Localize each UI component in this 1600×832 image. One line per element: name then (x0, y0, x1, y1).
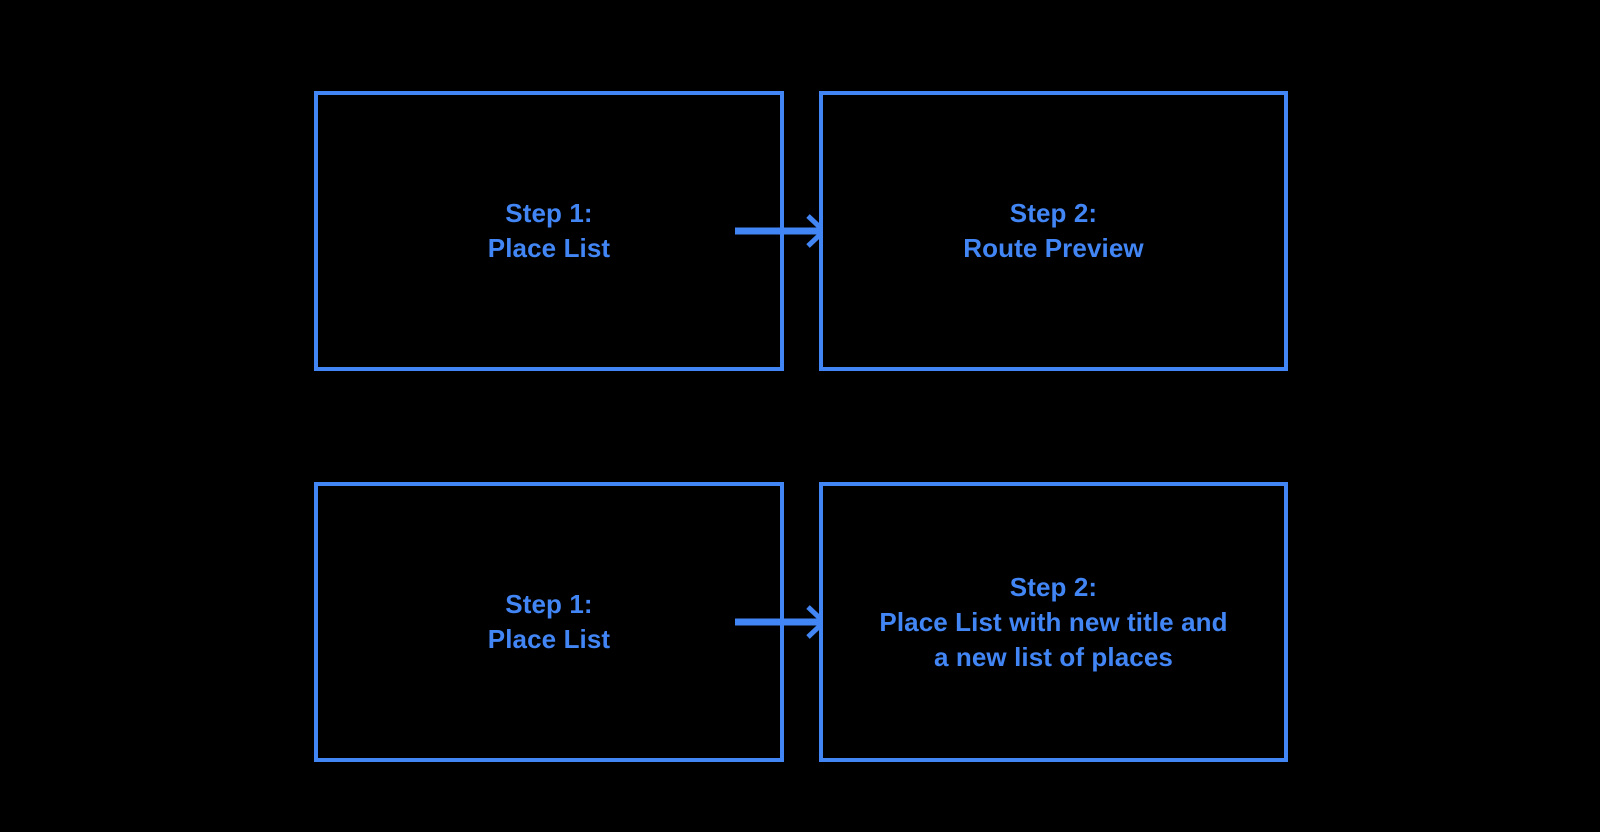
flow-row-route-preview: Step 1: Place List Step 2: Route Preview (0, 82, 1600, 372)
step-box-label: Step 1: Place List (487, 589, 611, 654)
step-box-label: Step 2: Route Preview (963, 198, 1144, 263)
step-box-step-1-place-list[interactable]: Step 1: Place List (314, 91, 784, 371)
flow-row-new-place-list: Step 1: Place List Step 2: Place List wi… (0, 473, 1600, 763)
step-box-step-1-place-list[interactable]: Step 1: Place List (314, 482, 784, 762)
step-box-label: Step 2: Place List with new title and a … (879, 571, 1228, 672)
step-box-step-2-route-preview[interactable]: Step 2: Route Preview (819, 91, 1288, 371)
step-box-label: Step 1: Place List (487, 198, 611, 263)
step-box-step-2-new-place-list[interactable]: Step 2: Place List with new title and a … (819, 482, 1288, 762)
